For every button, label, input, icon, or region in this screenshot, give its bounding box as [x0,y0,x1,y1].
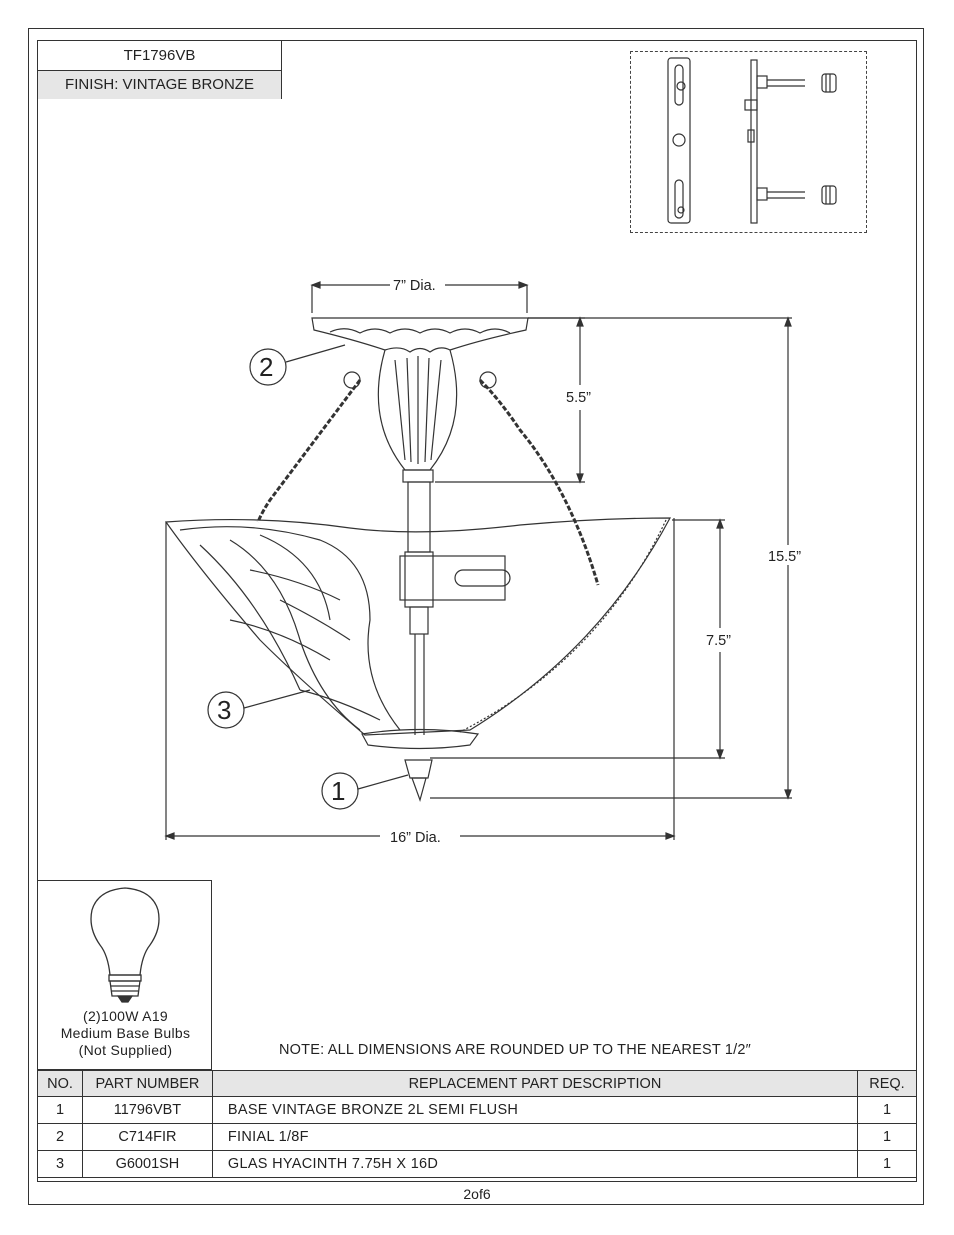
row-part-number: C714FIR [81,1123,213,1151]
page-number: 2of6 [463,1186,491,1202]
row-description: BASE VINTAGE BRONZE 2L SEMI FLUSH [211,1096,859,1124]
callout-1: 1 [331,776,345,806]
page-border [28,28,924,1205]
bulb-spec: (2)100W A19 Medium Base Bulbs (Not Suppl… [38,1008,213,1059]
header-no: NO. [37,1070,83,1097]
light-fixture-drawing [164,317,671,802]
mounting-bracket-box [630,51,867,233]
row-no: 1 [37,1096,83,1124]
dim-overall-height: 15.5” [768,549,801,565]
callout-3: 3 [217,695,231,725]
row-part-number: 11796VBT [81,1096,213,1124]
row-part-number: G6001SH [81,1150,213,1178]
light-bulb-icon [90,887,160,1003]
row-req: 1 [857,1123,917,1151]
dim-shade-height: 7.5” [706,633,731,649]
dim-top-dia: 7” Dia. [393,278,436,294]
sheet-frame [37,40,917,1182]
table-row: 1 11796VBT BASE VINTAGE BRONZE 2L SEMI F… [37,1096,917,1124]
row-no: 2 [37,1123,83,1151]
row-no: 3 [37,1150,83,1178]
bulb-line-3: (Not Supplied) [78,1042,173,1058]
model-number: TF1796VB [38,41,281,71]
header-part-number: PART NUMBER [81,1070,213,1097]
bulb-line-1: (2)100W A19 [82,1008,168,1024]
header-description: REPLACEMENT PART DESCRIPTION [211,1070,859,1097]
row-description: FINIAL 1/8F [211,1123,859,1151]
bulb-line-2: Medium Base Bulbs [60,1025,191,1041]
table-header-row: NO. PART NUMBER REPLACEMENT PART DESCRIP… [37,1070,917,1097]
parts-table: NO. PART NUMBER REPLACEMENT PART DESCRIP… [37,1070,917,1178]
mounting-bracket-icon [667,57,837,224]
row-req: 1 [857,1150,917,1178]
finish-label: FINISH: VINTAGE BRONZE [38,71,281,99]
row-description: GLAS HYACINTH 7.75H X 16D [211,1150,859,1178]
dim-shade-dia: 16” Dia. [390,830,441,846]
dim-canopy-height: 5.5” [566,390,591,406]
header-req: REQ. [857,1070,917,1097]
bulb-info-box: (2)100W A19 Medium Base Bulbs (Not Suppl… [37,880,212,1070]
row-req: 1 [857,1096,917,1124]
table-row: 2 C714FIR FINIAL 1/8F 1 [37,1123,917,1151]
dimension-note: NOTE: ALL DIMENSIONS ARE ROUNDED UP TO T… [279,1042,751,1058]
model-info-box: TF1796VB FINISH: VINTAGE BRONZE [37,40,282,99]
table-row: 3 G6001SH GLAS HYACINTH 7.75H X 16D 1 [37,1150,917,1178]
callout-2: 2 [259,352,273,382]
